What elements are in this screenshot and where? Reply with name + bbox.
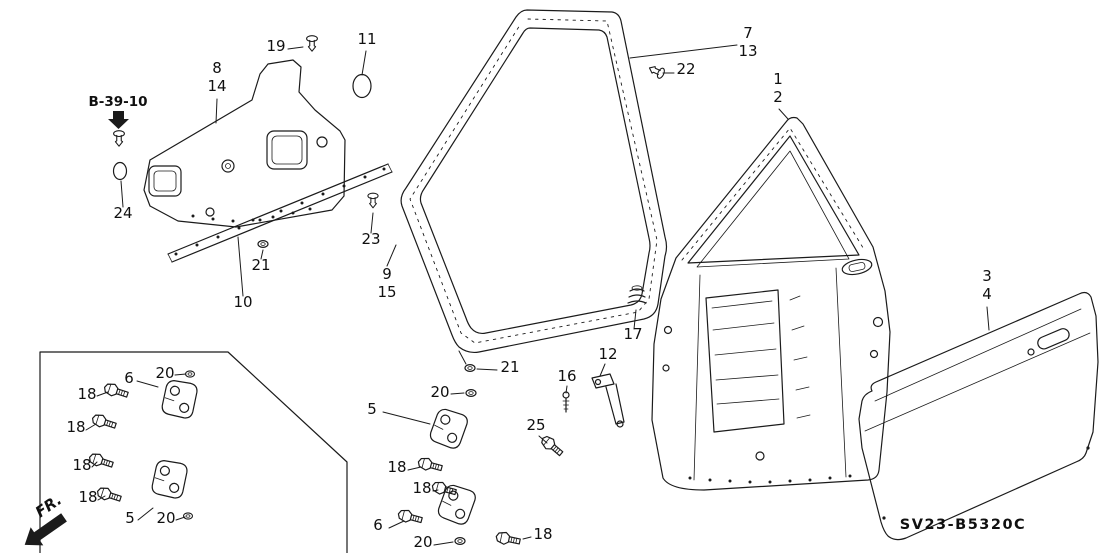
grommet-17 xyxy=(627,285,647,304)
part-callout-16: 16 xyxy=(557,367,576,385)
door-weatherstrip xyxy=(400,9,668,354)
clip-21-strip xyxy=(257,240,269,248)
reference-code-label: B-39-10 xyxy=(88,94,147,110)
fr-direction-indicator: FR. xyxy=(24,491,67,546)
part-callout-13: 13 xyxy=(738,42,757,60)
door-outer-panel xyxy=(858,291,1099,541)
part-callout-15: 15 xyxy=(377,283,396,301)
part-callout-18: 18 xyxy=(78,488,97,506)
part-callout-18: 18 xyxy=(77,385,96,403)
clip-19 xyxy=(306,35,318,52)
door-checker xyxy=(591,373,625,428)
grommet-11 xyxy=(352,73,372,99)
door-inner-panel xyxy=(651,116,891,491)
hinge-detail-box xyxy=(39,351,348,553)
part-callout-22: 22 xyxy=(676,60,695,78)
part-callout-12: 12 xyxy=(598,345,617,363)
part-callout-10: 10 xyxy=(233,293,252,311)
part-callout-9: 9 xyxy=(382,265,392,283)
outer-handle-cutout xyxy=(1027,328,1070,356)
part-callout-1: 1 xyxy=(773,70,783,88)
part-callout-11: 11 xyxy=(357,30,376,48)
part-callout-20: 20 xyxy=(155,364,174,382)
part-callout-8: 8 xyxy=(212,59,222,77)
part-callout-23: 23 xyxy=(361,230,380,248)
door-liner-panel xyxy=(143,59,346,228)
part-callout-18: 18 xyxy=(533,525,552,543)
ref-arrow-icon xyxy=(108,111,129,129)
grommet-24 xyxy=(112,161,128,181)
part-callout-21: 21 xyxy=(500,358,519,376)
leader-lines xyxy=(85,44,990,546)
part-callout-5: 5 xyxy=(125,509,135,527)
part-callout-18: 18 xyxy=(72,456,91,474)
part-callout-20: 20 xyxy=(156,509,175,527)
fr-arrow-icon xyxy=(24,513,67,546)
diagram-code-label: SV23-B5320C xyxy=(900,517,1026,533)
screw-16 xyxy=(562,391,570,413)
lower-door-hinge-box xyxy=(87,450,194,520)
clip-22 xyxy=(646,62,667,80)
door-molding-strip xyxy=(167,163,393,263)
upper-door-hinge xyxy=(427,364,477,451)
upper-door-hinge-box xyxy=(90,370,199,433)
part-callout-6: 6 xyxy=(124,369,134,387)
ref-clip xyxy=(113,130,125,147)
part-callout-7: 7 xyxy=(743,24,753,42)
part-callout-21: 21 xyxy=(251,256,270,274)
part-callout-4: 4 xyxy=(982,285,992,303)
part-callout-19: 19 xyxy=(266,37,285,55)
part-callout-3: 3 xyxy=(982,267,992,285)
part-callout-20: 20 xyxy=(413,533,432,551)
part-callout-18: 18 xyxy=(412,479,431,497)
inner-handle-cutout xyxy=(841,258,873,276)
part-callout-24: 24 xyxy=(113,204,132,222)
clip-23 xyxy=(367,192,379,209)
part-callout-2: 2 xyxy=(773,88,783,106)
part-callout-17: 17 xyxy=(623,325,642,343)
part-callout-14: 14 xyxy=(207,77,226,95)
part-callout-18: 18 xyxy=(66,418,85,436)
part-callout-20: 20 xyxy=(430,383,449,401)
part-callout-6: 6 xyxy=(373,516,383,534)
part-callout-25: 25 xyxy=(526,416,545,434)
part-callout-18: 18 xyxy=(387,458,406,476)
part-callout-5: 5 xyxy=(367,400,377,418)
